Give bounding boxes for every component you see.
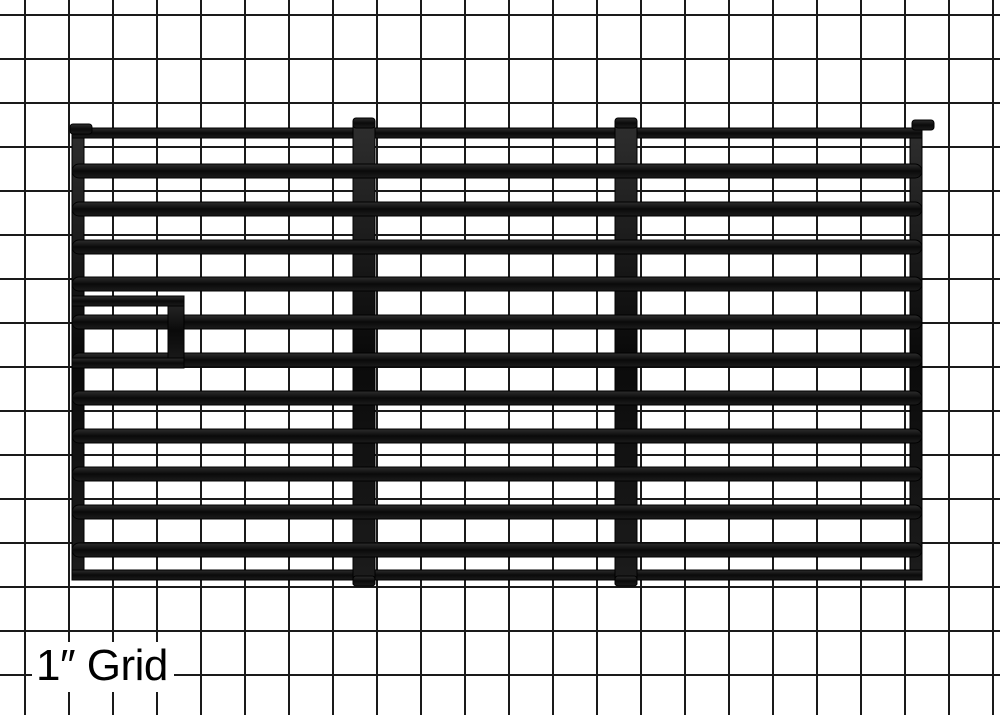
grate-bar: [71, 504, 923, 520]
grate-bar: [71, 163, 923, 179]
grate-rib-nub: [352, 575, 376, 587]
grate-opening-bottom: [71, 357, 185, 369]
grate-rib-nub: [614, 575, 638, 587]
grate-bar: [71, 201, 923, 217]
grate-rib-nub: [69, 123, 93, 135]
grate-bar: [71, 276, 923, 292]
grate-bar: [71, 466, 923, 482]
grate-bar: [71, 390, 923, 406]
grate-rib-nub: [352, 117, 376, 129]
grate-bar: [71, 428, 923, 444]
grate-bar: [71, 352, 923, 368]
grate-frame-top: [71, 127, 923, 139]
grate-frame-bottom: [71, 569, 923, 581]
grate-bar: [71, 542, 923, 558]
grate-rib-nub: [911, 119, 935, 131]
grate-opening-top: [71, 295, 185, 307]
grate-rib-nub: [614, 117, 638, 129]
grid-scale-label: 1″ Grid: [32, 642, 174, 692]
grate-bar: [71, 239, 923, 255]
grate-bar: [71, 314, 923, 330]
grate-square-opening: [92, 308, 166, 358]
